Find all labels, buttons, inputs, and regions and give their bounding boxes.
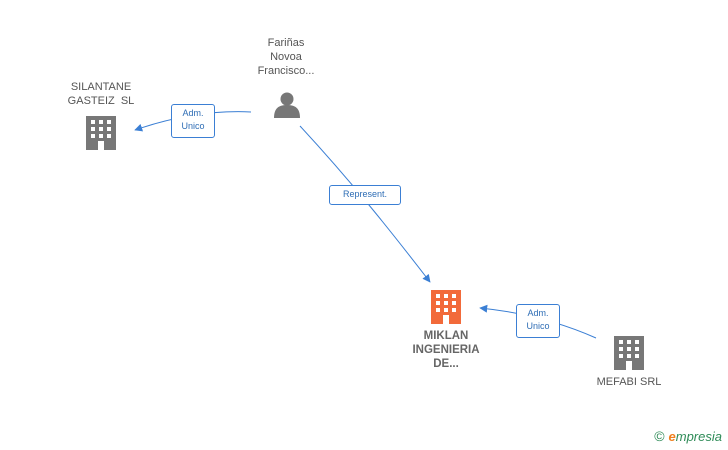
edge-label-line: Adm. — [527, 308, 549, 318]
node-label-person[interactable]: Fariñas Novoa Francisco... — [244, 36, 328, 78]
brand-logo-rest: mpresia — [675, 428, 722, 444]
node-label-line: MEFABI SRL — [596, 376, 662, 388]
edge-label-line: Represent. — [342, 189, 388, 199]
building-icon-miklan — [431, 290, 461, 324]
edge-label-person-miklan[interactable]: Represent. — [329, 185, 401, 205]
person-icon — [274, 92, 300, 118]
node-label-mefabi[interactable]: MEFABI SRL — [584, 375, 674, 389]
edge-label-line: Unico — [526, 321, 550, 331]
building-icon-mefabi — [614, 336, 644, 370]
edge-label-line: Unico — [181, 121, 205, 131]
node-label-line: SILANTANE — [70, 81, 132, 93]
node-label-silantane[interactable]: SILANTANE GASTEIZ SL — [54, 80, 148, 108]
node-label-miklan[interactable]: MIKLAN INGENIERIA DE... — [396, 329, 496, 371]
edge-label-mefabi-miklan[interactable]: Adm. Unico — [516, 304, 560, 338]
node-label-line: Fariñas — [267, 37, 305, 49]
edge-label-line: Adm. — [182, 108, 204, 118]
edge-label-person-silantane[interactable]: Adm. Unico — [171, 104, 215, 138]
node-label-line: Novoa — [270, 51, 302, 63]
node-label-line: DE... — [433, 358, 459, 370]
copyright-symbol: © — [654, 428, 665, 444]
brand-logo-e: e — [668, 428, 676, 444]
node-label-line: MIKLAN — [423, 330, 469, 342]
node-label-line: Francisco... — [257, 65, 315, 77]
brand-logo: empresia — [669, 429, 722, 444]
node-label-line: INGENIERIA — [412, 344, 480, 356]
empresia-watermark: © empresia — [654, 428, 722, 444]
node-label-line: GASTEIZ SL — [67, 95, 135, 107]
building-icon-silantane — [86, 116, 116, 150]
